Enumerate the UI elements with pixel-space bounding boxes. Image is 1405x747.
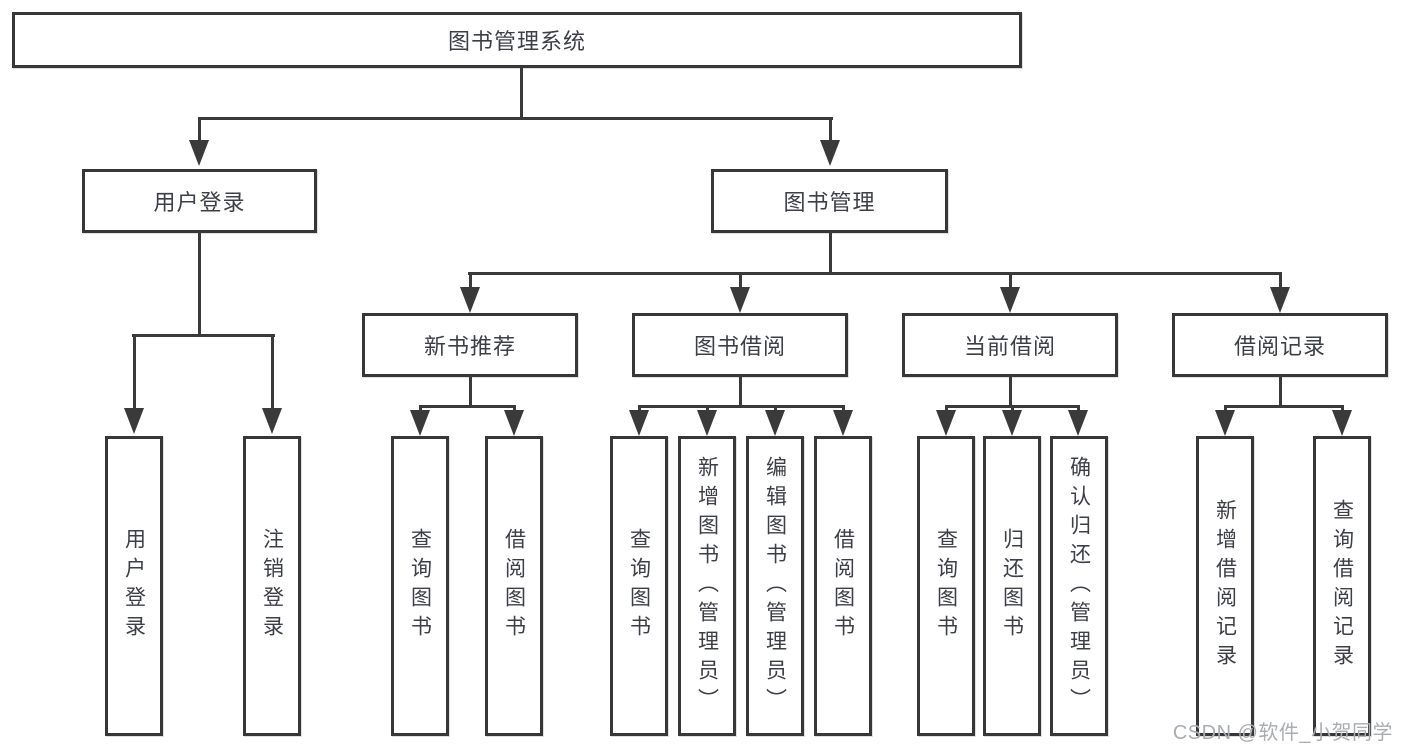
- arrowhead-new-book-recommend: [460, 287, 480, 313]
- node-borrow-record: 借阅记录: [1172, 313, 1388, 377]
- connector-to-borrow-book-recommend: [513, 405, 516, 414]
- col-query-borrow-record: 查询借阅记录: [1313, 436, 1371, 736]
- arrowhead-query-borrow-record: [1332, 410, 1352, 436]
- col-return-book: 归还图书: [983, 436, 1041, 736]
- connector-borrow-record-stem: [1279, 375, 1282, 408]
- node-user-login: 用户登录: [82, 169, 317, 233]
- arrowhead-confirm-return-admin: [1068, 410, 1088, 436]
- node-new-book-recommend: 新书推荐: [362, 313, 578, 377]
- node-book-borrow: 图书借阅: [632, 313, 848, 377]
- connector-book-borrow-stem: [739, 375, 742, 408]
- arrowhead-query-book-borrow: [629, 410, 649, 436]
- csdn-watermark: CSDN @软件_小贺同学: [1172, 722, 1393, 744]
- arrowhead-query-book-recommend: [410, 410, 430, 436]
- arrowhead-borrow-book-borrow: [833, 410, 853, 436]
- connector-to-new-book-recommend: [469, 272, 472, 290]
- col-logout-login: 注销登录: [243, 436, 301, 736]
- connector-to-borrow-book-borrow: [842, 405, 845, 414]
- arrowhead-edit-book-admin: [765, 410, 785, 436]
- connector-to-add-borrow-record: [1224, 405, 1227, 414]
- connector-to-borrow-record: [1279, 272, 1282, 290]
- connector-to-logout-login: [271, 334, 274, 412]
- connector-current-borrow-stem: [1009, 375, 1012, 408]
- arrowhead-user-login: [189, 140, 209, 166]
- connector-book-management-split: [468, 272, 1282, 275]
- connector-to-user-login-leaf: [133, 334, 136, 412]
- connector-to-query-book-recommend: [419, 405, 422, 414]
- connector-to-user-login: [198, 117, 201, 142]
- arrowhead-book-borrow: [730, 287, 750, 313]
- connector-user-login-stem: [198, 231, 201, 337]
- col-add-borrow-record: 新增借阅记录: [1196, 436, 1254, 736]
- col-add-book-admin: 新增图书（管理员）: [678, 436, 736, 736]
- col-edit-book-admin: 编辑图书（管理员）: [746, 436, 804, 736]
- arrowhead-query-book-current: [936, 410, 956, 436]
- arrowhead-borrow-record: [1270, 287, 1290, 313]
- arrowhead-add-book-admin: [697, 410, 717, 436]
- connector-borrow-record-split: [1224, 405, 1344, 408]
- arrowhead-user-login-leaf: [124, 408, 144, 434]
- node-root: 图书管理系统: [12, 12, 1022, 68]
- connector-to-query-book-borrow: [638, 405, 641, 414]
- connector-to-return-book: [1011, 405, 1014, 414]
- arrowhead-logout-login: [262, 408, 282, 434]
- connector-to-book-management: [829, 117, 832, 142]
- node-current-borrow: 当前借阅: [902, 313, 1118, 377]
- connector-to-confirm-return-admin: [1077, 405, 1080, 414]
- connector-to-edit-book-admin: [774, 405, 777, 414]
- connector-to-add-book-admin: [706, 405, 709, 414]
- node-book-management: 图书管理: [711, 169, 948, 233]
- connector-root-stem: [520, 66, 523, 120]
- col-query-book-recommend: 查询图书: [391, 436, 449, 736]
- connector-to-query-borrow-record: [1341, 405, 1344, 414]
- col-user-login: 用户登录: [105, 436, 163, 736]
- connector-new-book-recommend-split: [419, 405, 516, 408]
- connector-root-split: [198, 117, 833, 120]
- col-borrow-book-recommend: 借阅图书: [485, 436, 543, 736]
- col-query-book-borrow: 查询图书: [610, 436, 668, 736]
- connector-to-query-book-current: [945, 405, 948, 414]
- connector-new-book-recommend-stem: [469, 375, 472, 408]
- arrowhead-borrow-book-recommend: [504, 410, 524, 436]
- connector-book-management-stem: [829, 231, 832, 275]
- col-borrow-book-borrow: 借阅图书: [814, 436, 872, 736]
- arrowhead-return-book: [1002, 410, 1022, 436]
- connector-to-book-borrow: [739, 272, 742, 290]
- connector-user-login-split: [132, 334, 275, 337]
- arrowhead-current-borrow: [1000, 287, 1020, 313]
- col-confirm-return-admin: 确认归还（管理员）: [1050, 436, 1108, 736]
- connector-book-borrow-split: [638, 405, 845, 408]
- col-query-book-current: 查询图书: [917, 436, 975, 736]
- arrowhead-book-management: [820, 140, 840, 166]
- arrowhead-add-borrow-record: [1215, 410, 1235, 436]
- connector-to-current-borrow: [1009, 272, 1012, 290]
